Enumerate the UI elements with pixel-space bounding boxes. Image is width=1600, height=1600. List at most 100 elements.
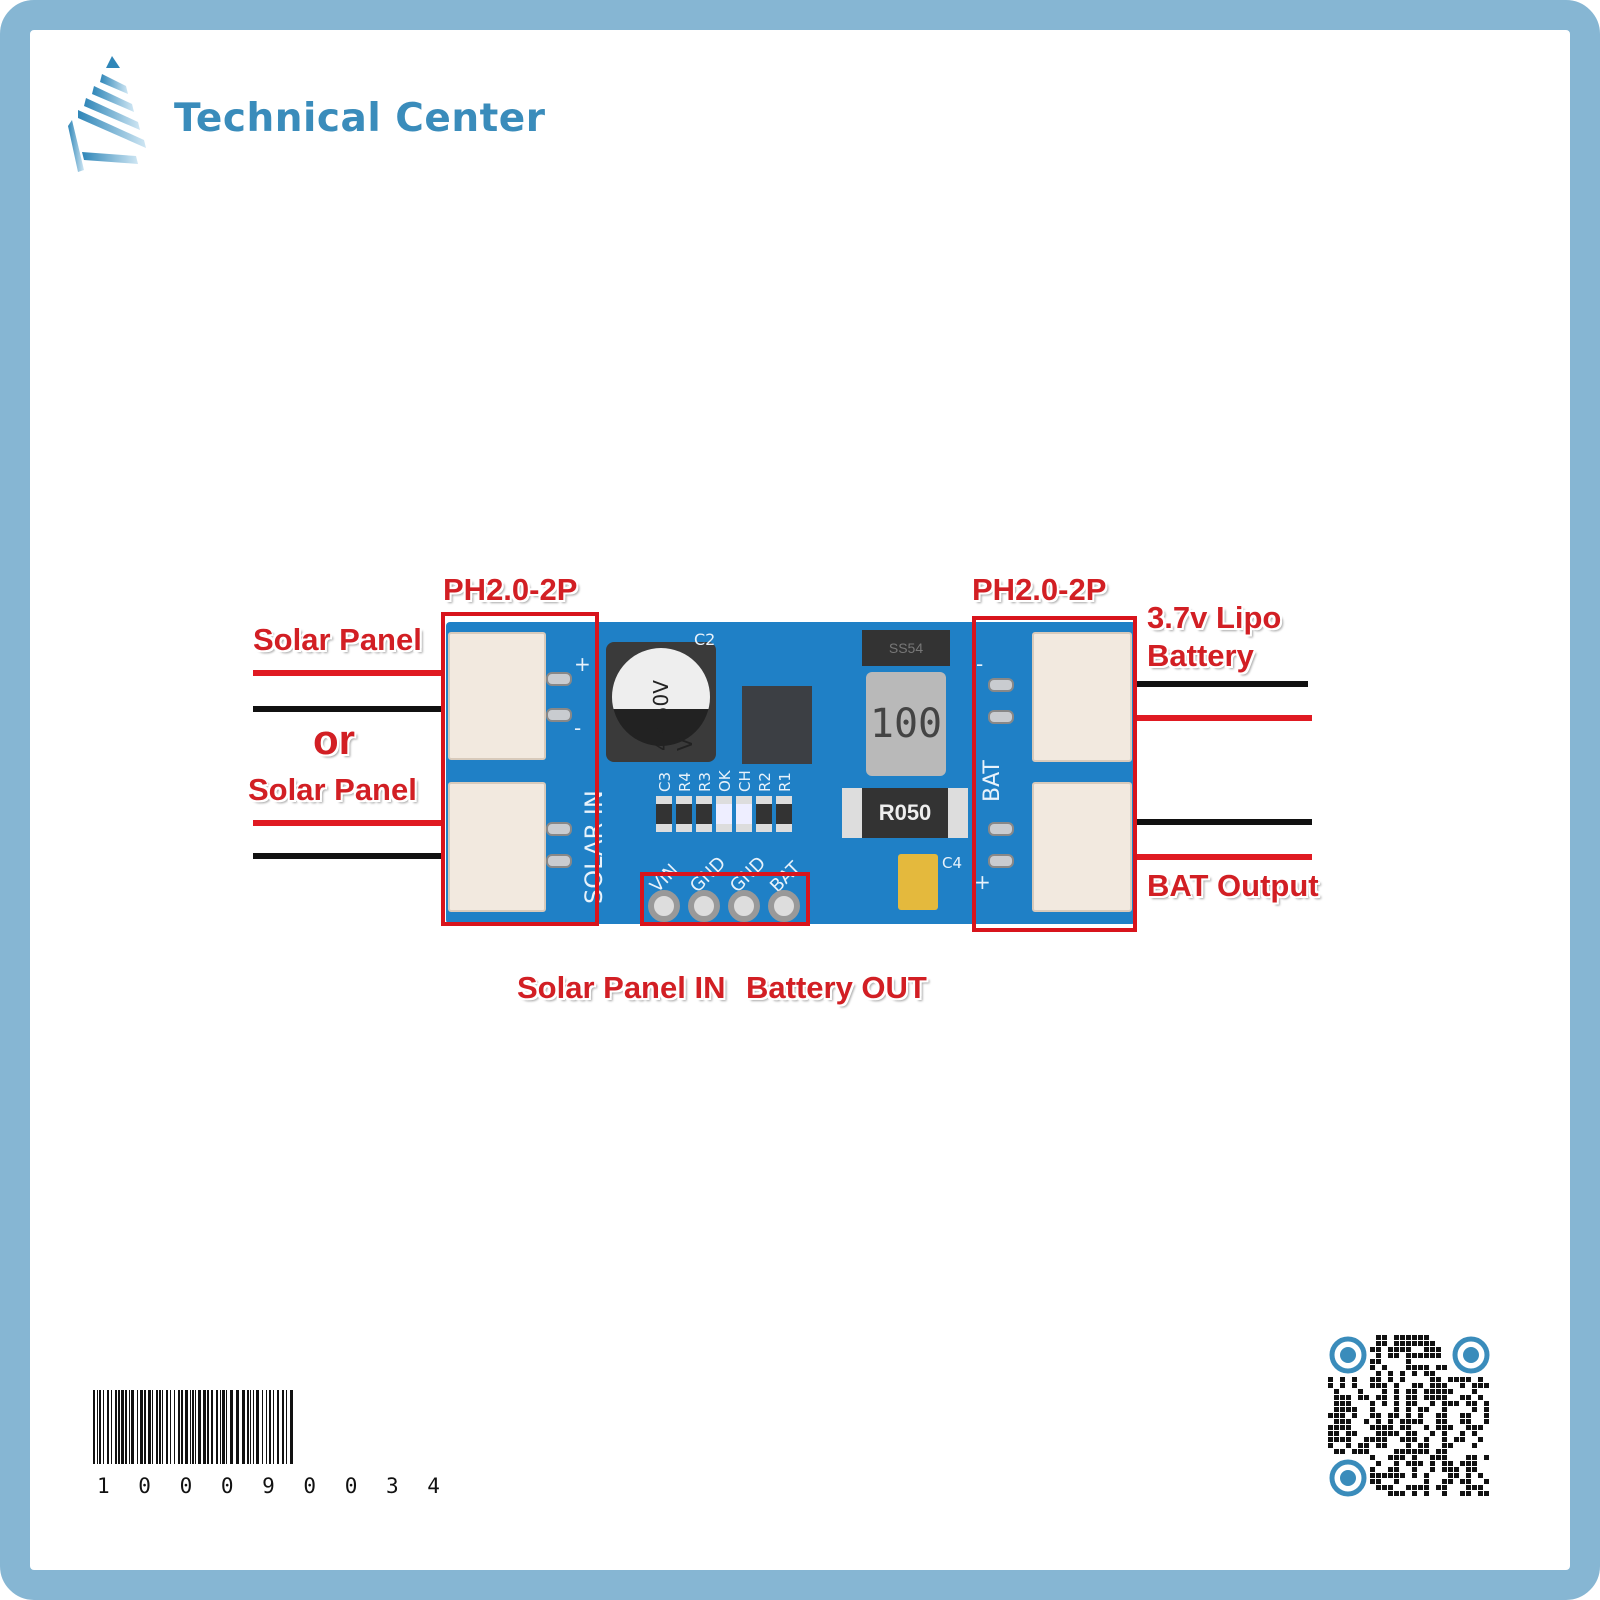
- minus-mark: -: [976, 652, 984, 676]
- qr-module: [1388, 1371, 1393, 1376]
- qr-module: [1460, 1437, 1465, 1442]
- barcode-bar: [121, 1390, 124, 1464]
- schottky-diode: SS54: [862, 630, 950, 666]
- qr-module: [1418, 1365, 1423, 1370]
- qr-module: [1442, 1401, 1447, 1406]
- qr-module: [1472, 1467, 1477, 1472]
- qr-module: [1376, 1395, 1381, 1400]
- qr-module: [1394, 1449, 1399, 1454]
- smd-component: [676, 796, 692, 832]
- qr-module: [1364, 1395, 1369, 1400]
- barcode-bar: [290, 1390, 293, 1464]
- qr-module: [1406, 1419, 1411, 1424]
- solar-connector-highlight: [441, 612, 599, 926]
- component-silk-r4: R4: [676, 772, 694, 792]
- qr-module: [1442, 1491, 1447, 1496]
- qr-module: [1400, 1437, 1405, 1442]
- qr-module: [1430, 1353, 1435, 1358]
- c2-silk: C2: [694, 630, 716, 649]
- qr-module: [1400, 1419, 1405, 1424]
- qr-module: [1376, 1443, 1381, 1448]
- barcode-bar: [220, 1390, 221, 1464]
- header-pins-highlight: [640, 872, 810, 926]
- barcode-bar: [262, 1390, 263, 1464]
- barcode-bar: [247, 1390, 249, 1464]
- qr-module: [1394, 1335, 1399, 1340]
- qr-module: [1442, 1449, 1447, 1454]
- barcode-bar: [159, 1390, 161, 1464]
- qr-module: [1472, 1401, 1477, 1406]
- battery-connector: [1032, 632, 1132, 762]
- qr-module: [1382, 1443, 1387, 1448]
- qr-module: [1436, 1389, 1441, 1394]
- qr-module: [1340, 1377, 1345, 1382]
- qr-module: [1442, 1461, 1447, 1466]
- qr-module: [1340, 1407, 1345, 1412]
- qr-module: [1346, 1395, 1351, 1400]
- qr-module: [1340, 1401, 1345, 1406]
- qr-module: [1412, 1353, 1417, 1358]
- smd-component: [696, 796, 712, 832]
- qr-module: [1334, 1419, 1339, 1424]
- qr-module: [1418, 1413, 1423, 1418]
- qr-module: [1388, 1425, 1393, 1430]
- qr-module: [1370, 1347, 1375, 1352]
- qr-module: [1340, 1425, 1345, 1430]
- qr-module: [1472, 1389, 1477, 1394]
- qr-module: [1346, 1401, 1351, 1406]
- qr-module: [1394, 1353, 1399, 1358]
- qr-module: [1460, 1377, 1465, 1382]
- qr-module: [1382, 1389, 1387, 1394]
- right-connector-label: PH2.0-2P: [972, 572, 1107, 607]
- qr-module: [1430, 1383, 1435, 1388]
- qr-module: [1382, 1425, 1387, 1430]
- solar-wire-positive-1: [253, 670, 443, 676]
- qr-module: [1412, 1437, 1417, 1442]
- qr-module: [1376, 1377, 1381, 1382]
- qr-module: [1394, 1389, 1399, 1394]
- qr-module: [1412, 1365, 1417, 1370]
- barcode-bar: [230, 1390, 233, 1464]
- qr-module: [1376, 1341, 1381, 1346]
- barcode-bar: [140, 1390, 143, 1464]
- barcode-bar: [242, 1390, 245, 1464]
- qr-module: [1484, 1491, 1489, 1496]
- qr-module: [1436, 1485, 1441, 1490]
- qr-module: [1376, 1485, 1381, 1490]
- qr-module: [1328, 1431, 1333, 1436]
- qr-module: [1424, 1485, 1429, 1490]
- qr-module: [1472, 1431, 1477, 1436]
- smd-component: [776, 796, 792, 832]
- qr-module: [1376, 1425, 1381, 1430]
- qr-module: [1460, 1461, 1465, 1466]
- battery-out-label: Battery OUT: [746, 970, 927, 1005]
- qr-module: [1412, 1461, 1417, 1466]
- qr-module: [1484, 1455, 1489, 1460]
- qr-module: [1430, 1377, 1435, 1382]
- qr-module: [1412, 1467, 1417, 1472]
- qr-module: [1412, 1371, 1417, 1376]
- barcode-bar: [152, 1390, 153, 1464]
- qr-module: [1478, 1377, 1483, 1382]
- qr-module: [1412, 1455, 1417, 1460]
- qr-module: [1442, 1467, 1447, 1472]
- qr-module: [1472, 1443, 1477, 1448]
- header-pin-gnd: [688, 890, 720, 922]
- qr-module: [1334, 1431, 1339, 1436]
- battery-connector-highlight: [972, 616, 1137, 932]
- solar-panel-label-2: Solar Panel: [248, 772, 417, 807]
- qr-module: [1478, 1383, 1483, 1388]
- qr-module: [1376, 1431, 1381, 1436]
- qr-module: [1418, 1449, 1423, 1454]
- qr-module: [1460, 1479, 1465, 1484]
- qr-module: [1370, 1365, 1375, 1370]
- qr-module: [1388, 1347, 1393, 1352]
- qr-module: [1466, 1461, 1471, 1466]
- qr-module: [1424, 1371, 1429, 1376]
- qr-module: [1406, 1443, 1411, 1448]
- qr-module: [1400, 1449, 1405, 1454]
- qr-module: [1328, 1413, 1333, 1418]
- qr-module: [1334, 1413, 1339, 1418]
- barcode-bar: [226, 1390, 227, 1464]
- qr-module: [1394, 1407, 1399, 1412]
